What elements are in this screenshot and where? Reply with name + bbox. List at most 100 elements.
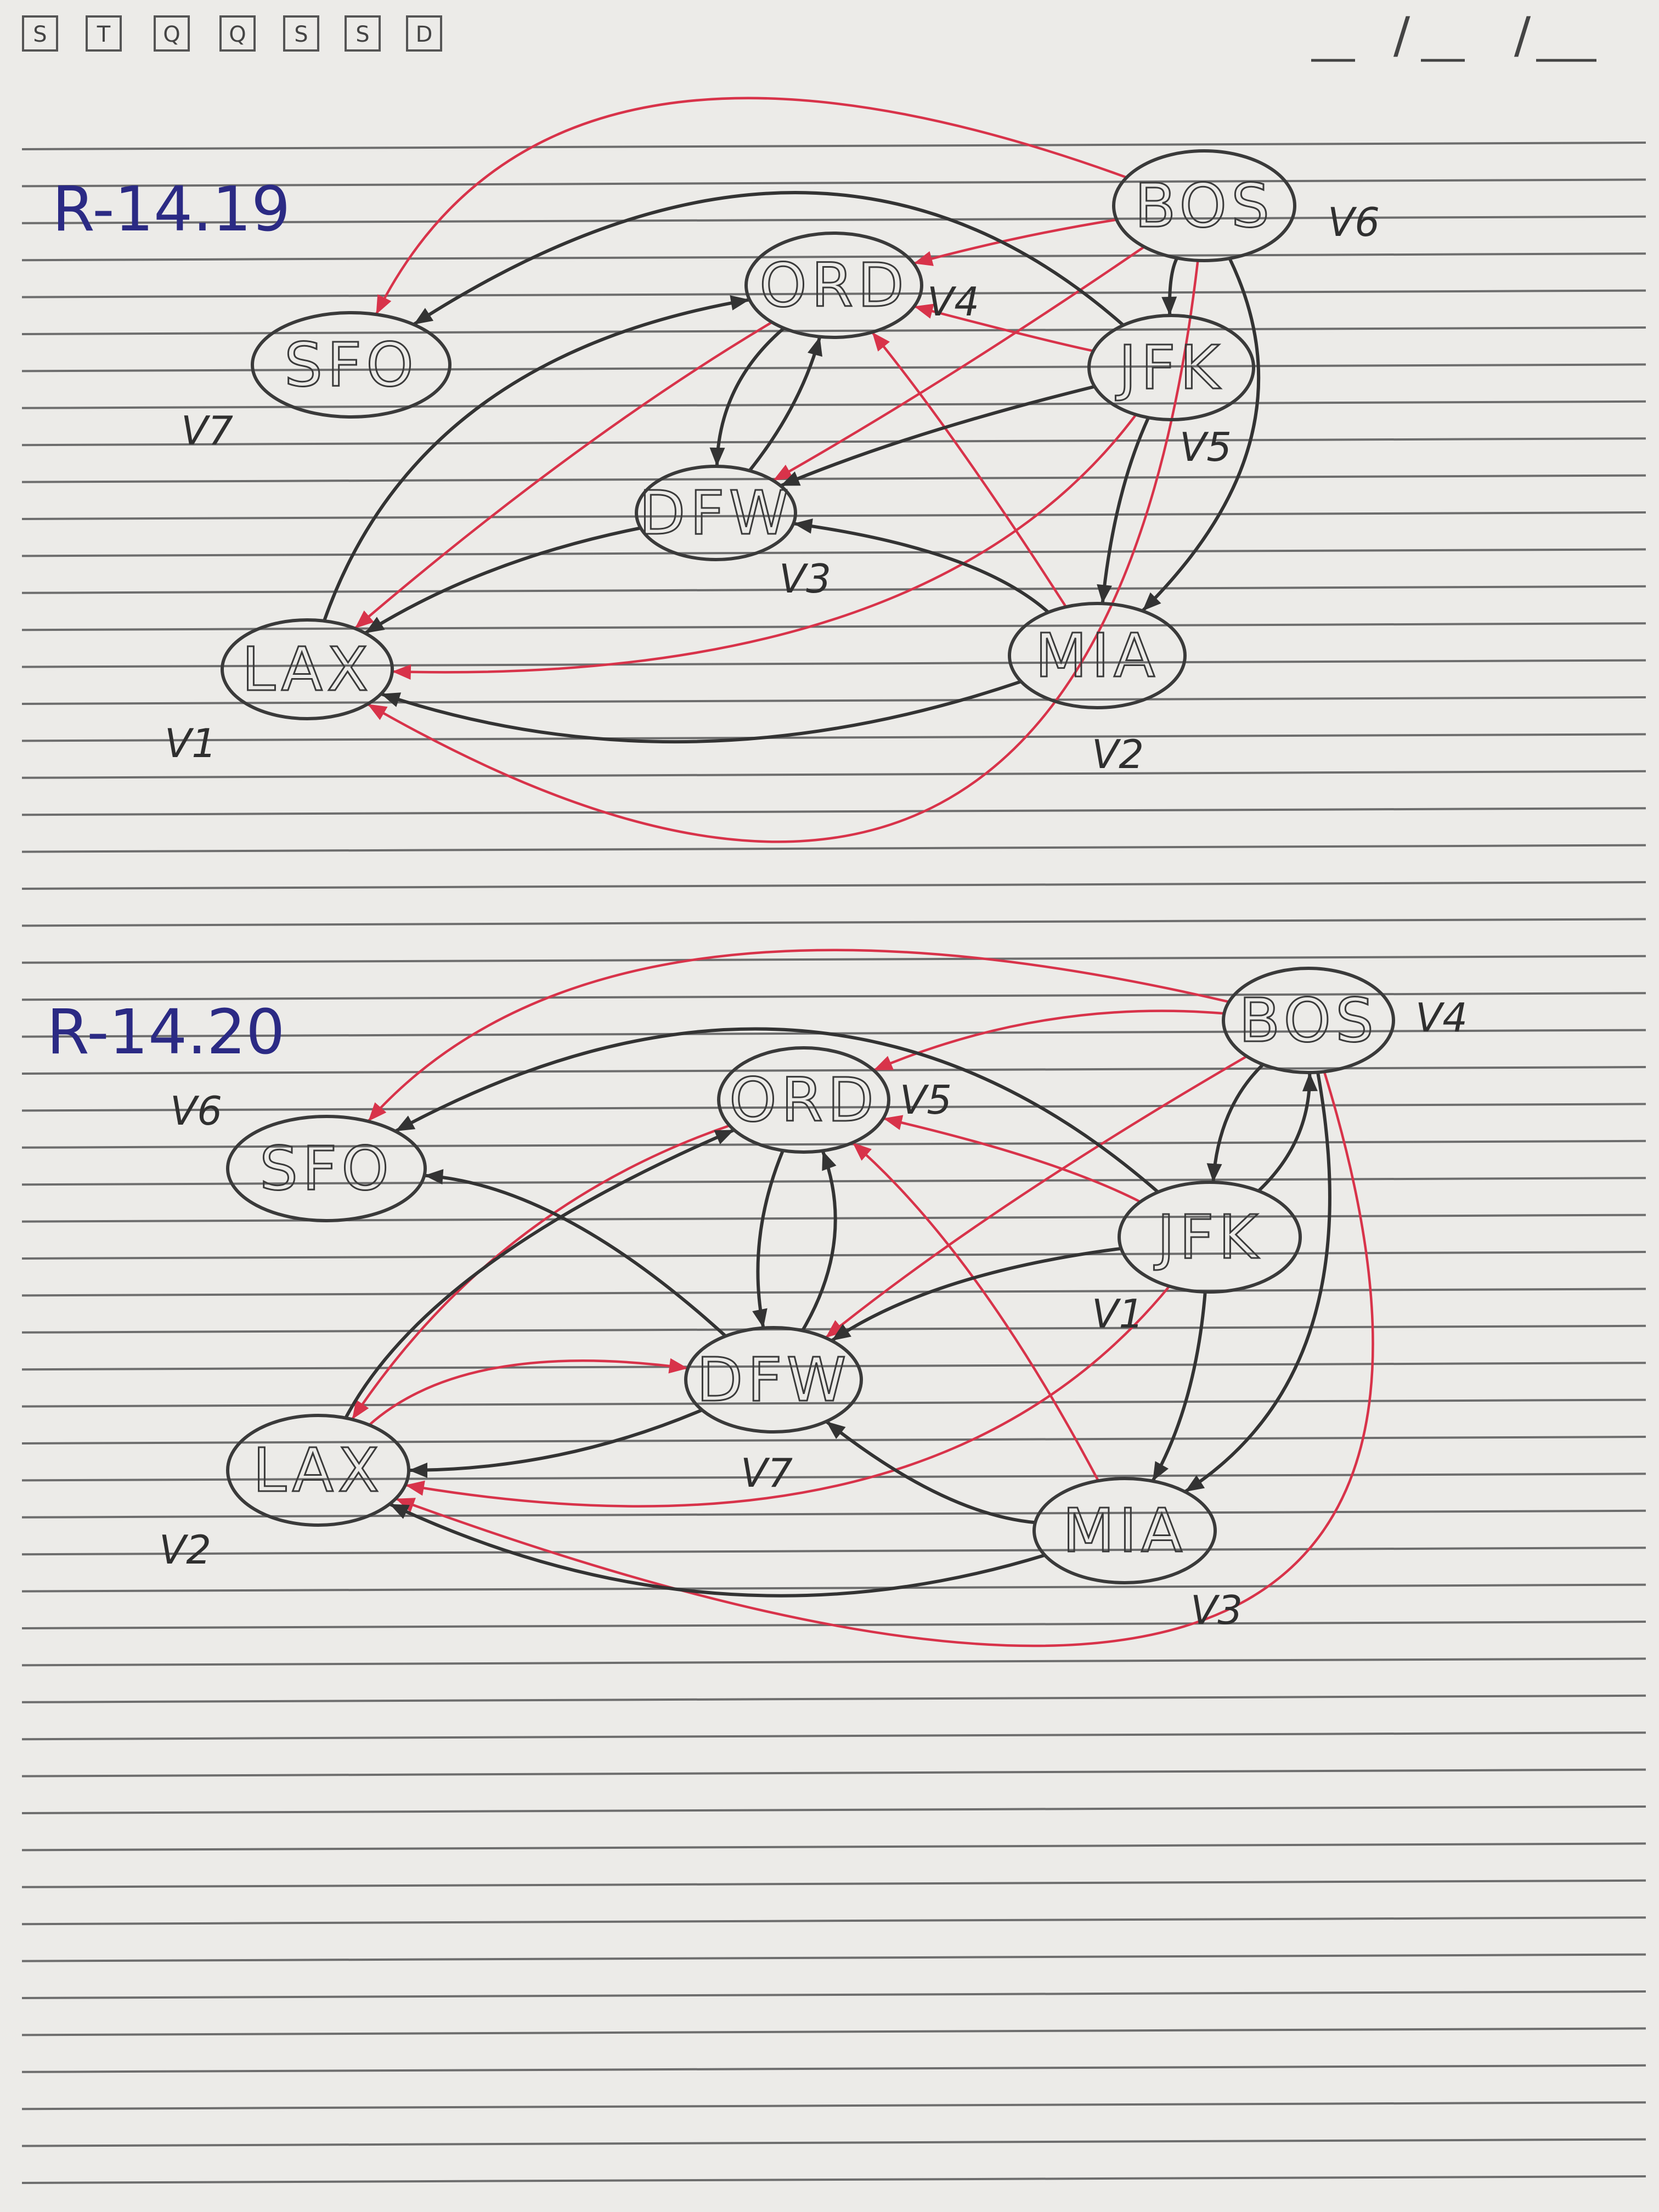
node-label: MIA <box>1063 1496 1187 1566</box>
node-ellipse <box>1222 967 1395 1074</box>
arrowhead <box>913 251 934 266</box>
ruled-line <box>21 585 1646 594</box>
arrowhead <box>365 617 385 634</box>
arrowhead <box>1153 1461 1169 1481</box>
arrowhead <box>395 1115 416 1131</box>
day-box-1: S <box>22 15 58 52</box>
ruled-line <box>21 1509 1646 1519</box>
arrowhead <box>376 294 392 315</box>
arrowhead <box>668 1358 688 1374</box>
node-ellipse <box>1118 1181 1302 1294</box>
arrowhead <box>831 1324 851 1341</box>
edge-ord-to-dfw <box>709 326 785 467</box>
ruled-line <box>21 1583 1646 1593</box>
ruled-line <box>21 1916 1646 1926</box>
arrowhead <box>873 1056 894 1070</box>
edge-jfk-to-sfo <box>413 191 1125 327</box>
red-edge-jfk-to-lax <box>392 414 1137 680</box>
vertex-label: V6 <box>1328 199 1380 245</box>
ruled-line <box>21 437 1646 447</box>
ruled-line <box>21 659 1646 668</box>
ruled-line <box>21 992 1646 1001</box>
arrowhead <box>822 1150 837 1171</box>
arrowhead <box>1161 296 1177 315</box>
arrowhead <box>381 692 402 707</box>
day-box-6: S <box>345 15 381 52</box>
ruled-line <box>21 1398 1646 1408</box>
ruled-line <box>21 289 1646 298</box>
arrowhead <box>780 471 801 486</box>
ruled-line <box>21 1953 1646 1962</box>
ruled-line <box>21 1436 1646 1444</box>
node-ellipse <box>1008 602 1187 709</box>
ruled-line <box>21 252 1646 262</box>
edge-mia-to-dfw <box>793 518 1049 614</box>
arrowhead <box>914 303 934 319</box>
red-edge-bos-to-lax <box>366 260 1199 843</box>
arrowhead <box>872 332 890 352</box>
date-blanks: / / <box>1311 7 1596 64</box>
node-ellipse <box>1112 149 1296 262</box>
arrowhead <box>730 295 750 311</box>
ruled-line <box>21 1139 1646 1149</box>
arrowhead <box>714 1130 735 1144</box>
red-edge-mia-to-ord <box>851 1142 1099 1482</box>
ruled-line <box>21 1768 1646 1778</box>
arrowhead <box>392 664 411 680</box>
node-label: LAX <box>242 634 373 704</box>
day-box-5: S <box>283 15 319 52</box>
arrowhead <box>414 308 434 325</box>
arrowhead <box>883 1115 904 1130</box>
node-label: BOS <box>1239 985 1378 1056</box>
ruled-line <box>21 2175 1646 2184</box>
arrowhead <box>352 1400 369 1420</box>
day-box-letter: D <box>416 22 433 47</box>
day-box-letter: S <box>294 22 308 47</box>
ruled-line <box>21 1362 1646 1371</box>
day-box-letter: T <box>97 22 111 47</box>
node-ord: ORD V5 <box>717 1046 952 1154</box>
arrowhead <box>1184 1475 1205 1492</box>
node-ellipse <box>1032 1477 1217 1584</box>
edge-jfk-to-sfo <box>394 1027 1159 1194</box>
node-label: LAX <box>253 1435 383 1505</box>
node-label: JFK <box>1154 1202 1262 1272</box>
day-box-3: Q <box>154 15 190 52</box>
node-label: ORD <box>729 1065 878 1135</box>
node-lax: LAX V2 <box>159 1414 410 1573</box>
pencil-edges <box>323 191 1261 743</box>
vertex-label: V3 <box>1190 1587 1243 1633</box>
ruled-line <box>21 400 1646 409</box>
diagram-title: R-14.19 <box>52 174 290 245</box>
arrowhead <box>1302 1073 1318 1092</box>
vertex-label: V2 <box>159 1527 211 1573</box>
ruled-line <box>21 881 1646 890</box>
edge-bos-to-mia <box>1184 1071 1331 1493</box>
arrowhead <box>368 704 388 720</box>
edge-bos-to-jfk <box>1161 257 1179 316</box>
node-ellipse <box>226 1115 427 1222</box>
ruled-line <box>21 363 1646 373</box>
arrowhead <box>853 1142 872 1161</box>
ruled-line <box>21 326 1646 335</box>
day-of-week-boxes: S T Q Q S S D <box>22 15 442 52</box>
edge-jfk-to-dfw <box>780 385 1096 488</box>
vertex-label: V5 <box>900 1077 952 1123</box>
day-box-4: Q <box>219 15 256 52</box>
red-edge-lax-to-dfw <box>368 1358 689 1426</box>
node-label: SFO <box>284 330 418 400</box>
ruled-line <box>21 1694 1646 1703</box>
edge-jfk-to-mia <box>1151 1291 1207 1482</box>
red-edge-bos-to-ord <box>913 218 1117 266</box>
